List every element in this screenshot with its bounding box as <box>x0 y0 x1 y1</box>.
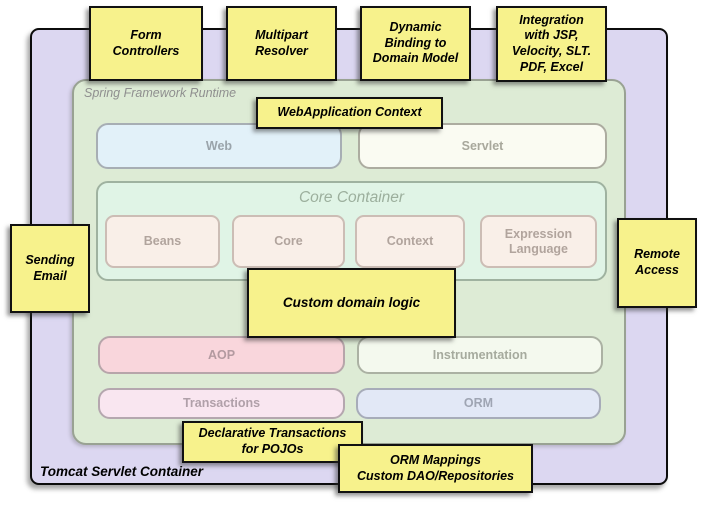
note-remote-access: Remote Access <box>617 218 697 308</box>
module-context: Context <box>355 215 465 268</box>
module-beans: Beans <box>105 215 220 268</box>
note-integration-views: Integration with JSP, Velocity, SLT. PDF… <box>496 6 607 82</box>
note-webapplication-context: WebApplication Context <box>256 97 443 129</box>
module-instrumentation: Instrumentation <box>357 336 603 374</box>
note-dynamic-binding: Dynamic Binding to Domain Model <box>360 6 471 81</box>
module-core: Core <box>232 215 345 268</box>
note-form-controllers: Form Controllers <box>89 6 203 81</box>
module-expression-language: Expression Language <box>480 215 597 268</box>
module-transactions: Transactions <box>98 388 345 419</box>
note-orm-mappings: ORM Mappings Custom DAO/Repositories <box>338 444 533 493</box>
module-orm: ORM <box>356 388 601 419</box>
note-multipart-resolver: Multipart Resolver <box>226 6 337 81</box>
module-web: Web <box>96 123 342 169</box>
note-custom-domain-logic: Custom domain logic <box>247 268 456 338</box>
note-sending-email: Sending Email <box>10 224 90 313</box>
spring-framework-runtime-label: Spring Framework Runtime <box>84 86 237 100</box>
note-declarative-transactions: Declarative Transactions for POJOs <box>182 421 363 463</box>
core-container-label: Core Container <box>298 189 405 206</box>
tomcat-servlet-container-label: Tomcat Servlet Container <box>40 464 204 479</box>
module-aop: AOP <box>98 336 345 374</box>
module-servlet: Servlet <box>358 123 607 169</box>
